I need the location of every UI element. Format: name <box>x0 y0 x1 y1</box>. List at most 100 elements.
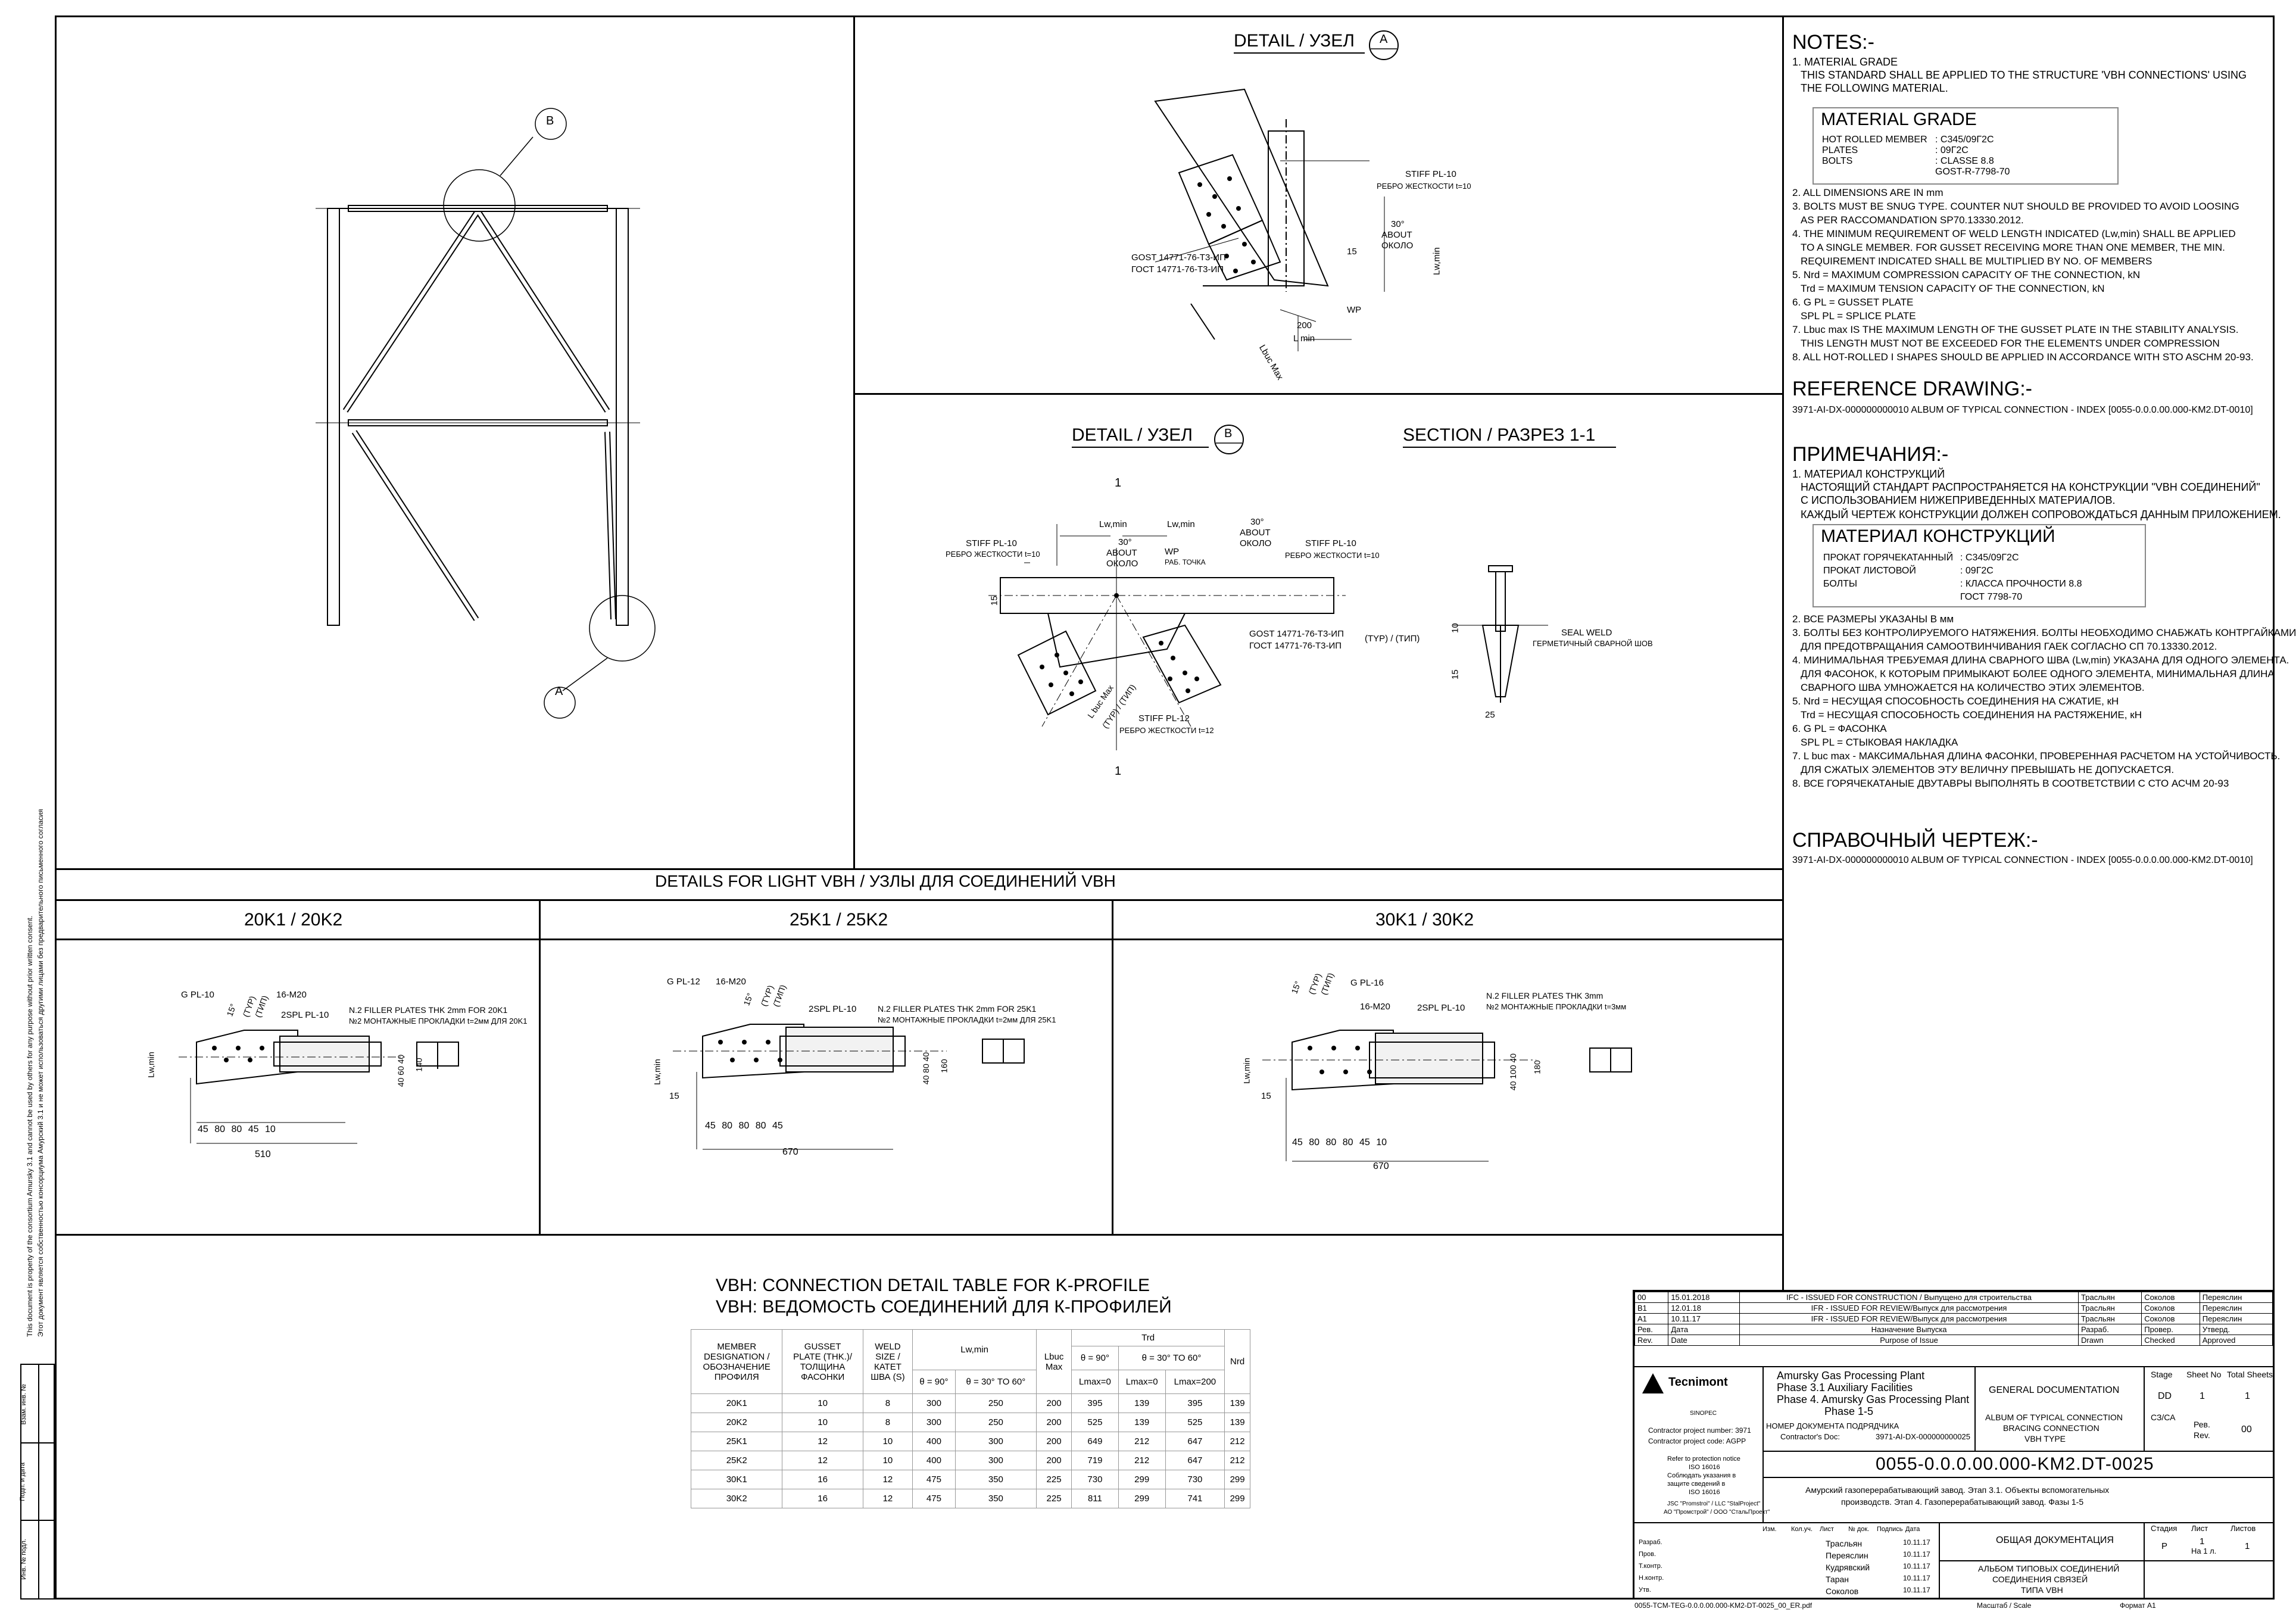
panel-label: 40 80 40 <box>921 1052 931 1085</box>
detail-a-label: STIFF PL-10 <box>1405 169 1456 179</box>
rev-label: Рев. <box>2194 1420 2210 1429</box>
h-90: θ = 90° <box>1071 1346 1119 1370</box>
detail-b-label: STIFF PL-12 <box>1138 713 1190 724</box>
table-cell: 649 <box>1071 1432 1119 1451</box>
left-label: Лист <box>1820 1526 1834 1533</box>
h-lw: Lw,min <box>912 1329 1037 1370</box>
panel-title: 20K1 / 20K2 <box>244 910 343 930</box>
detail-b-drawing <box>988 524 1346 750</box>
revision-cell: 15.01.2018 <box>1668 1292 1740 1303</box>
mg-val: ГОСТ 7798-70 <box>1960 592 2023 602</box>
h-lbuc: Lbuc Max <box>1036 1329 1072 1394</box>
note-line: ДЛЯ ПРЕДОТВРАЩАНИЯ САМООТВИНЧИВАНИЯ ГАЕК… <box>1801 641 2217 652</box>
ru-project-line: Амурский газоперерабатывающий завод. Эта… <box>1805 1485 2110 1495</box>
sys-code: СЗ/СА <box>2151 1413 2176 1422</box>
note-line: ДЛЯ ФАСОНОК, К КОТОРЫМ ПРИМЫКАЮТ БОЛЕЕ О… <box>1801 668 2275 679</box>
table-cell: 8 <box>862 1413 913 1432</box>
divider <box>1782 15 1784 1290</box>
table-cell: 10 <box>782 1393 863 1413</box>
detail-b-label: 1 <box>1115 476 1122 490</box>
rev-head-en: Checked <box>2141 1335 2200 1346</box>
company-name-2: SINOPEC <box>1690 1410 1717 1417</box>
rev-head-en: Rev. <box>1634 1335 1669 1346</box>
project-line: Phase 4. Amursky Gas Processing Plant <box>1777 1393 1970 1405</box>
mg-val: : C345/09Г2С <box>1935 135 1994 145</box>
note-line: THIS LENGTH MUST NOT BE EXCEEDED FOR THE… <box>1801 338 2220 349</box>
role-label: Пров. <box>1639 1551 1657 1558</box>
panel-label: Lw,min <box>1241 1058 1252 1084</box>
rev-label-en: Rev. <box>2194 1430 2210 1440</box>
panel-label: 45 80 80 45 10 <box>198 1124 276 1134</box>
table-cell: 200 <box>1036 1451 1072 1470</box>
mg-key: ПРОКАТ ЛИСТОВОЙ <box>1823 566 1916 576</box>
mg-val: GOST-R-7798-70 <box>1935 167 2010 177</box>
mg-key: HOT ROLLED MEMBER <box>1822 135 1927 145</box>
ru-mg-title: МАТЕРИАЛ КОНСТРУКЦИЙ <box>1821 526 2055 546</box>
rev-head: Утверд. <box>2199 1324 2273 1335</box>
ru-stage-head: Лист <box>2191 1524 2208 1533</box>
detail-a-label: L min <box>1293 333 1315 344</box>
table-cell: 212 <box>1118 1432 1166 1451</box>
panel-label: 670 <box>1373 1161 1389 1171</box>
note-line: 4. THE MINIMUM REQUIREMENT OF WELD LENGT… <box>1792 228 2236 239</box>
drawing-frame <box>55 15 2275 1600</box>
panel-label: 140 <box>414 1058 424 1072</box>
table-cell: 350 <box>954 1489 1037 1508</box>
note-line: 3. BOLTS MUST BE SNUG TYPE. COUNTER NUT … <box>1792 201 2239 212</box>
panel-label: Lw,min <box>146 1052 156 1078</box>
note-line: С ИСПОЛЬЗОВАНИЕМ НИЖЕПРИВЕДЕННЫХ МАТЕРИА… <box>1801 494 2116 506</box>
table-cell: 300 <box>912 1393 956 1413</box>
table-cell: 250 <box>954 1413 1037 1432</box>
table-cell: 299 <box>1118 1470 1166 1489</box>
detail-a-drawing <box>1154 88 1385 351</box>
stage-val: 1 <box>2200 1391 2205 1401</box>
table-cell: 12 <box>862 1470 913 1489</box>
detail-b-label: РЕБРО ЖЕСТКОСТИ t=10 <box>1285 551 1380 560</box>
table-cell: 25K2 <box>690 1451 783 1470</box>
note-line: SPL PL = SPLICE PLATE <box>1801 310 1916 322</box>
revision-cell: Переяслин <box>2199 1292 2273 1303</box>
bubble-a: A <box>555 685 563 698</box>
mg-key: PLATES <box>1822 145 1858 155</box>
panel-label: 16-M20 <box>276 990 307 1000</box>
table-cell: 299 <box>1224 1489 1250 1508</box>
mg-key: БОЛТЫ <box>1823 579 1858 589</box>
left-label: Кол.уч. <box>1791 1526 1813 1533</box>
detail-a-label: WP <box>1347 305 1362 315</box>
detail-b-label: WP <box>1165 547 1180 557</box>
divider <box>1634 1522 2273 1523</box>
ru-notes-title: ПРИМЕЧАНИЯ:- <box>1792 443 1949 466</box>
note-line: СВАРНОГО ШВА УМНОЖАЕТСЯ НА КОЛИЧЕСТВО ЭТ… <box>1801 682 2145 693</box>
h-lmax200: Lmax=200 <box>1165 1370 1225 1394</box>
note-line: SPL PL = СТЫКОВАЯ НАКЛАДКА <box>1801 737 1958 748</box>
table-cell: 400 <box>912 1451 956 1470</box>
left-label: Дата <box>1905 1526 1920 1533</box>
h-nrd: Nrd <box>1224 1329 1250 1394</box>
ru-album: АЛЬБОМ ТИПОВЫХ СОЕДИНЕНИЙ <box>1978 1564 2120 1573</box>
table-cell: 200 <box>1036 1393 1072 1413</box>
panel-label: N.2 FILLER PLATES THK 2mm FOR 20K1 <box>349 1005 508 1015</box>
table-cell: 12 <box>782 1432 863 1451</box>
detail-b-label: STIFF PL-10 <box>966 538 1017 548</box>
divider <box>55 939 1782 940</box>
side-note-en: This document is property of the consort… <box>26 915 34 1337</box>
note-line: 8. ALL HOT-ROLLED I SHAPES SHOULD BE APP… <box>1792 351 2254 363</box>
ref-title: REFERENCE DRAWING:- <box>1792 378 2032 400</box>
table-cell: 400 <box>912 1432 956 1451</box>
note-line: КАЖДЫЙ ЧЕРТЕЖ КОНСТРУКЦИИ ДОЛЖЕН СОПРОВО… <box>1801 509 2281 520</box>
table-cell: 10 <box>782 1413 863 1432</box>
table-cell: 139 <box>1224 1413 1250 1432</box>
note-line: AS PER RACCOMANDATION SP70.13330.2012. <box>1801 214 2024 226</box>
detail-b-label: 30° <box>1250 517 1264 527</box>
note-line: THE FOLLOWING MATERIAL. <box>1801 82 1948 94</box>
note-line: 6. G PL = GUSSET PLATE <box>1792 297 1914 308</box>
panel-label: 15 <box>669 1091 679 1101</box>
detail-b-label: ОКОЛО <box>1106 559 1138 569</box>
left-info: АО "Промстрой" / ООО "СтальПроект" <box>1664 1509 1770 1516</box>
left-label: Подпись <box>1877 1526 1903 1533</box>
